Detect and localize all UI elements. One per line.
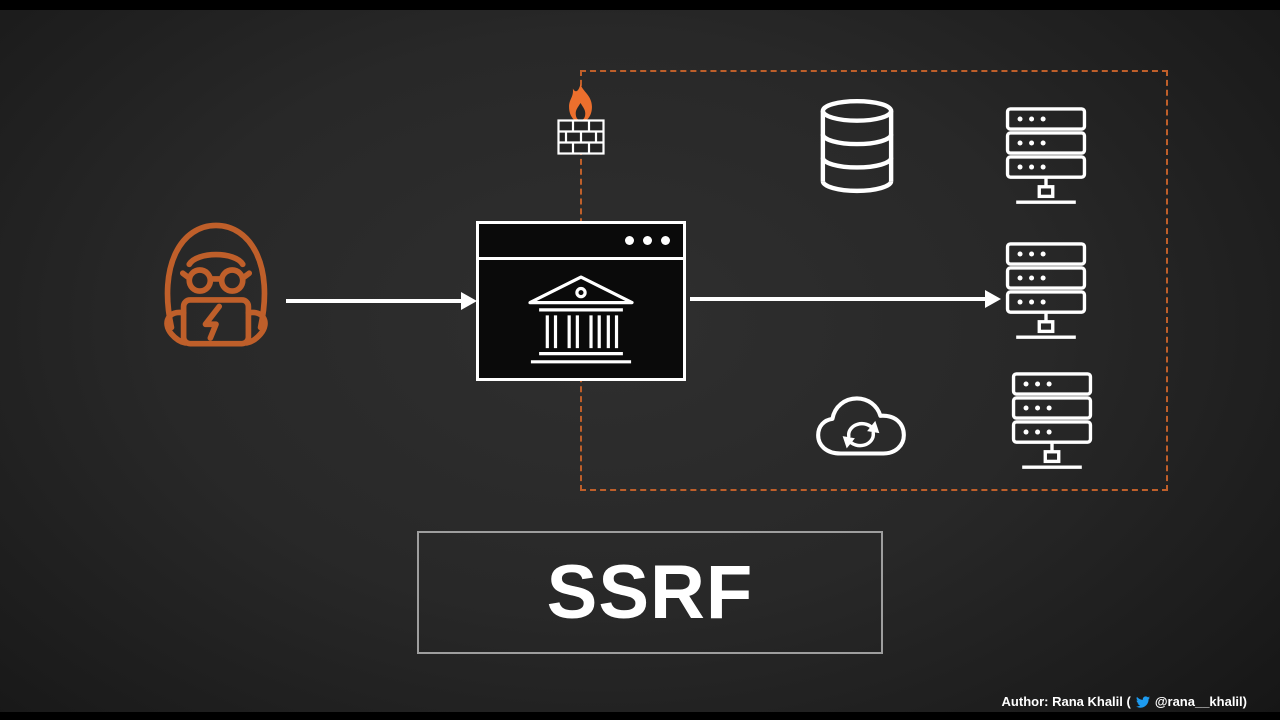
author-handle: @rana__khalil) — [1154, 694, 1247, 709]
author-credit: Author: Rana Khalil ( @rana__khalil) — [1002, 694, 1247, 709]
hacker-laptop-icon — [133, 206, 299, 368]
twitter-bird-icon — [1135, 695, 1151, 709]
titlebar-dot-icon — [643, 236, 652, 245]
firewall-brick-icon — [557, 119, 605, 155]
server-side-request-arrow — [690, 290, 1001, 308]
titlebar-dot-icon — [625, 236, 634, 245]
database-cylinder-icon — [818, 98, 896, 196]
titlebar-dot-icon — [661, 236, 670, 245]
browser-content — [479, 260, 683, 374]
letterbox-top — [0, 0, 1280, 10]
letterbox-bottom — [0, 712, 1280, 720]
bank-building-icon — [517, 268, 645, 370]
arrowhead-icon — [985, 290, 1001, 308]
author-prefix: Author: Rana Khalil ( — [1001, 694, 1131, 709]
server-rack-icon-top — [1002, 106, 1090, 206]
server-rack-icon-bottom — [1008, 371, 1096, 471]
server-rack-icon-middle — [1002, 241, 1090, 341]
flame-icon — [562, 82, 599, 124]
page-title: SSRF — [546, 549, 754, 635]
attack-request-arrow — [286, 292, 477, 310]
arrowhead-icon — [461, 292, 477, 310]
browser-titlebar — [479, 224, 683, 260]
cloud-sync-icon — [810, 390, 912, 464]
browser-window — [476, 221, 686, 381]
title-box: SSRF — [417, 531, 883, 654]
